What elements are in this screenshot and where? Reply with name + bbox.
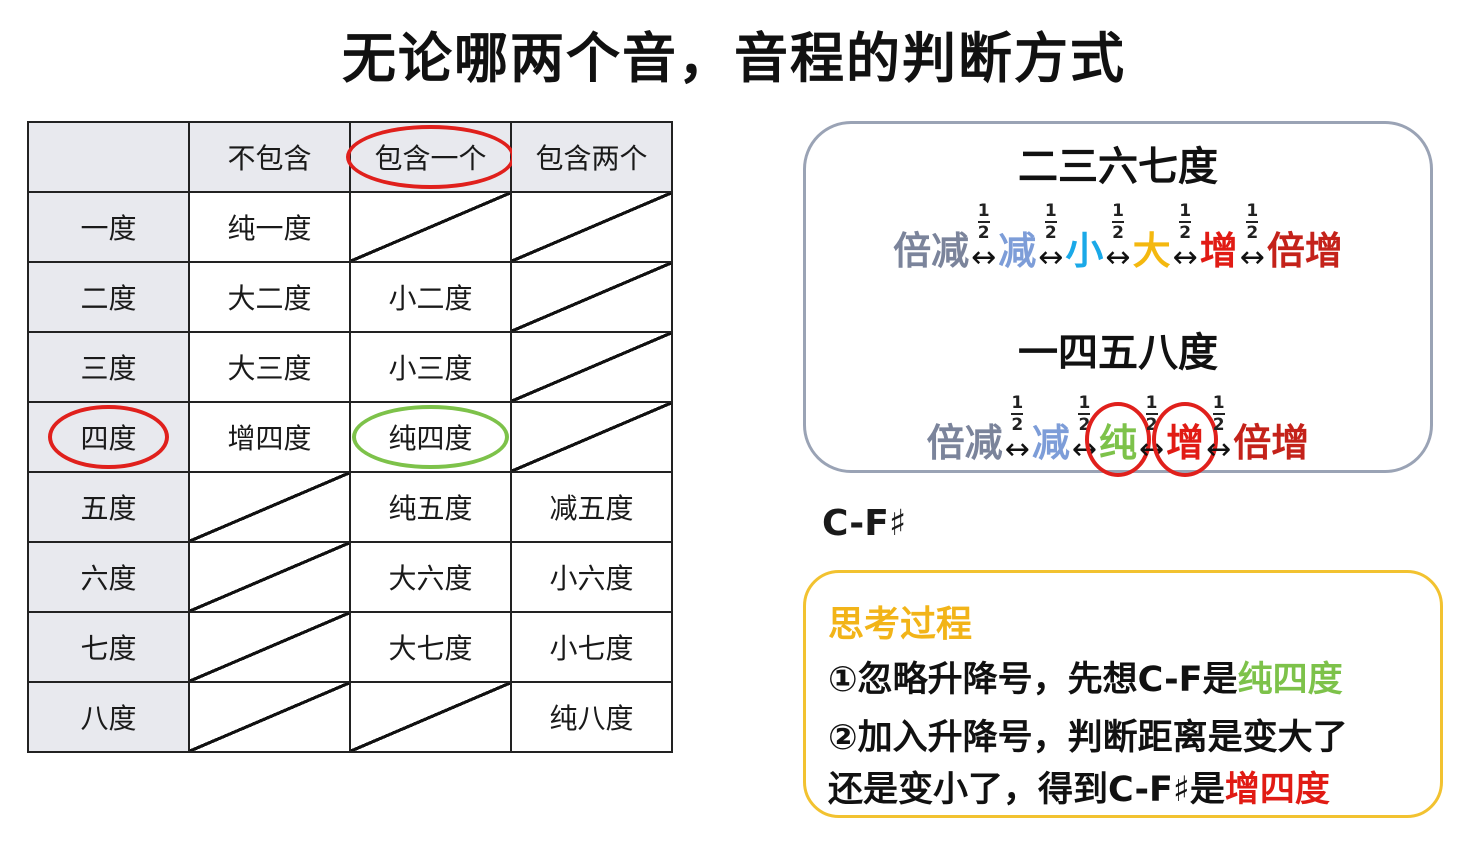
empty-slash-cell [510, 191, 673, 263]
empty-slash-cell [188, 541, 351, 613]
quality-diminished: 减 [1031, 421, 1070, 465]
empty-slash-cell [510, 331, 673, 403]
column-header: 不包含 [188, 121, 351, 193]
quality-augmented: 增 [1199, 229, 1238, 273]
table-cell: 大三度 [188, 331, 351, 403]
step-2-highlight: 增四度 [1224, 770, 1330, 810]
interval-table: 不包含 包含一个 包含两个 一度 纯一度 二度 大二度 小二度 三度 大三度 小… [27, 121, 673, 753]
quality-major: 大 [1132, 229, 1171, 273]
table-row: 四度 增四度 纯四度 [27, 401, 673, 473]
table-row: 三度 大三度 小三度 [27, 331, 673, 403]
row-header: 三度 [27, 331, 190, 403]
table-row: 七度 大七度 小七度 [27, 611, 673, 683]
table-cell: 大七度 [349, 611, 512, 683]
quality-doubly-diminished: 倍减 [926, 421, 1003, 465]
table-cell: 大二度 [188, 261, 351, 333]
table-cell: 小三度 [349, 331, 512, 403]
thinking-step-1: ①忽略升降号，先想C-F是纯四度 [828, 651, 1343, 702]
row-header: 二度 [27, 261, 190, 333]
quality-perfect-circled: 纯 [1084, 402, 1152, 477]
cell-circled-green: 纯四度 [352, 405, 509, 469]
empty-slash-cell [349, 191, 512, 263]
row-header: 六度 [27, 541, 190, 613]
table-cell: 纯一度 [188, 191, 351, 263]
table-row: 二度 大二度 小二度 [27, 261, 673, 333]
group1-title: 二三六七度 [1018, 144, 1218, 190]
empty-slash-cell [510, 401, 673, 473]
table-cell: 大六度 [349, 541, 512, 613]
table-cell: 纯五度 [349, 471, 512, 543]
column-header: 包含一个 [346, 121, 515, 193]
thinking-process-box: 思考过程 ①忽略升降号，先想C-F是纯四度 ②加入升降号，判断距离是变大了 还是… [803, 570, 1443, 818]
row-header: 一度 [27, 191, 190, 263]
quality-doubly-diminished: 倍减 [893, 229, 970, 273]
table-row: 一度 纯一度 [27, 191, 673, 263]
row-header: 四度 [27, 401, 190, 473]
table-cell: 小七度 [510, 611, 673, 683]
quality-doubly-augmented: 倍增 [1266, 229, 1343, 273]
table-cell: 增四度 [188, 401, 351, 473]
table-row: 八度 纯八度 [27, 681, 673, 753]
column-header: 包含两个 [510, 121, 673, 193]
empty-slash-cell [188, 471, 351, 543]
quality-doubly-augmented: 倍增 [1233, 421, 1310, 465]
empty-slash-cell [510, 261, 673, 333]
table-cell: 纯八度 [510, 681, 673, 753]
group2-title: 一四五八度 [1018, 330, 1218, 376]
quality-diminished: 减 [998, 229, 1037, 273]
step-1-highlight: 纯四度 [1237, 660, 1343, 700]
row-header: 五度 [27, 471, 190, 543]
table-row: 六度 大六度 小六度 [27, 541, 673, 613]
table-cell: 小二度 [349, 261, 512, 333]
quality-minor: 小 [1065, 229, 1104, 273]
table-cell: 小六度 [510, 541, 673, 613]
thinking-step-2-cont: 还是变小了，得到C-F♯是增四度 [828, 761, 1330, 812]
step-2-text: 还是变小了，得到C-F♯是 [828, 770, 1225, 810]
empty-slash-cell [349, 681, 512, 753]
row-header-circled: 四度 [48, 405, 169, 469]
row-header: 七度 [27, 611, 190, 683]
table-corner-cell [27, 121, 190, 193]
thinking-step-2: ②加入升降号，判断距离是变大了 [828, 718, 1348, 758]
table-row: 五度 纯五度 减五度 [27, 471, 673, 543]
column-header-circled: 包含一个 [346, 125, 515, 189]
table-cell: 纯四度 [349, 401, 512, 473]
quality-augmented-circled: 增 [1152, 402, 1219, 477]
row-header: 八度 [27, 681, 190, 753]
thinking-title: 思考过程 [828, 604, 973, 645]
table-header-row: 不包含 包含一个 包含两个 [27, 121, 673, 193]
page-title: 无论哪两个音，音程的判断方式 [342, 27, 1126, 90]
example-interval: C-F♯ [822, 503, 907, 544]
empty-slash-cell [188, 611, 351, 683]
empty-slash-cell [188, 681, 351, 753]
table-cell: 减五度 [510, 471, 673, 543]
step-1-text: ①忽略升降号，先想C-F是 [828, 660, 1238, 700]
